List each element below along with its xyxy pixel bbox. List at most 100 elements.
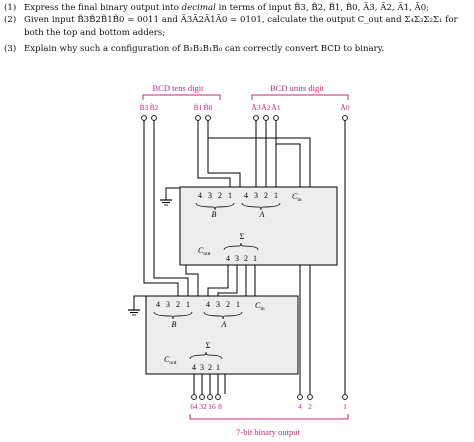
input-label-b0: B̃0 [204,103,213,112]
bcd-units-brace [251,94,349,100]
bottom-adder-b-bit: 2 [176,300,180,309]
top-adder-sum-brace [223,242,259,251]
output-terminal-4 [297,394,303,400]
bottom-adder-sigma: Σ [206,341,211,350]
output-label: 7-bit binary output [236,427,300,437]
output-terminal-16 [207,394,213,400]
top-adder-sum-bit: 4 [226,254,230,263]
bottom-adder-block [145,295,299,375]
bottom-adder-cout: C [164,355,170,364]
bcd-tens-brace [142,94,221,100]
bottom-adder-sum-bit: 1 [216,363,220,372]
top-adder-cout-sub: out [203,251,211,257]
question-text: Given input B̃3B̃2B̃1B̃0 = 0011 and Ã3A… [24,15,458,26]
top-adder-sum-bit: 2 [244,254,248,263]
bottom-adder-b-label: B [172,320,177,329]
bottom-adder-a-bit: 4 [206,300,210,309]
bottom-adder-a-bit: 2 [226,300,230,309]
svg-text:Cin: Cin [292,192,302,203]
bottom-adder-cin: C [255,301,261,310]
bottom-adder-b-brace [153,311,193,320]
question-text-continued: in terms of input B̃3, B̃2, B̃1, B̃0, Ã… [215,3,430,13]
question-text: Express the final binary output into [24,3,182,13]
input-label-b1: B̃1 [194,103,203,112]
question-text: Explain why such a configuration of B₃B₂… [24,44,385,55]
bottom-adder-a-bit: 3 [216,300,220,309]
question-number: (1) [4,3,17,13]
input-terminal-b1 [195,115,201,121]
svg-text:Cin: Cin [255,301,265,312]
bottom-adder-b-bit: 4 [156,300,160,309]
bcd-units-label: BCD units digit [270,83,324,93]
output-terminal-32 [199,394,205,400]
top-adder-b-bit: 3 [208,191,212,200]
bottom-adder-sum-bit: 2 [208,363,212,372]
input-label-b2: B̃2 [150,103,159,112]
output-brace [189,414,349,420]
output-weight-4: 4 [298,402,302,411]
top-adder-b-label: B [212,210,217,219]
bottom-adder-b-bit: 1 [186,300,190,309]
bcd-to-binary-circuit: BCD tens digit BCD units digit B̃3 B̃2 B… [127,83,350,437]
input-label-a3: Ã3 [251,102,260,112]
bottom-adder-a-brace [203,311,243,320]
top-adder-cout: C [198,246,204,255]
output-weight-1: 1 [343,402,347,411]
top-adder-sum-bit: 3 [235,254,239,263]
input-terminal-a1 [273,115,279,121]
output-terminal-8 [215,394,221,400]
top-adder-b-brace [195,202,235,211]
input-label-b3: B̃3 [140,103,149,112]
question-list: (1) Express the final binary output into… [4,2,472,56]
input-label-a2: Ã2 [261,102,270,112]
input-label-a0: Ã0 [340,102,349,112]
top-adder-a-label: A [259,210,265,219]
question-number: (2) [4,15,17,26]
top-adder-b-bit: 2 [218,191,222,200]
top-adder-b-bit: 1 [228,191,232,200]
question-3: (3) Explain why such a configuration of … [4,43,472,55]
top-adder-cin-sub: in [297,197,302,203]
question-1: (1) Express the final binary output into… [4,2,472,14]
input-terminal-b0 [205,115,211,121]
svg-text:Cout: Cout [198,246,211,257]
bottom-adder-sum-bit: 4 [192,363,196,372]
output-weight-32: 32 [199,402,207,411]
bottom-adder-a-bit: 1 [236,300,240,309]
top-adder-a-bit: 1 [274,191,278,200]
top-adder-a-bit: 3 [254,191,258,200]
bottom-adder-b-bit: 3 [166,300,170,309]
svg-text:Cout: Cout [164,355,177,366]
input-terminal-a3 [253,115,259,121]
top-adder-cin: C [292,192,298,201]
ground-symbol [159,195,173,206]
output-terminal-64 [191,394,197,400]
bcd-tens-label: BCD tens digit [152,83,204,93]
output-weight-2: 2 [308,402,312,411]
top-adder-sum-bit: 1 [253,254,257,263]
top-adder-b-bit: 4 [198,191,202,200]
output-terminal-1 [342,394,348,400]
output-weight-64: 64 [190,402,198,411]
input-terminal-b2 [151,115,157,121]
bottom-adder-cout-sub: out [169,360,177,366]
input-label-a1: Ã1 [271,102,280,112]
input-terminal-a2 [263,115,269,121]
bottom-adder-a-label: A [221,320,227,329]
input-terminal-b3 [141,115,147,121]
output-weight-16: 16 [208,402,216,411]
top-adder-a-bit: 4 [244,191,248,200]
bottom-adder-sum-brace [189,351,223,360]
input-terminal-a0 [342,115,348,121]
emphasis-text: decimal [181,3,216,13]
output-terminal-2 [307,394,313,400]
top-adder-a-brace [241,202,281,211]
bottom-adder-sum-bit: 3 [200,363,204,372]
question-number: (3) [4,44,17,55]
ground-symbol [127,305,141,316]
top-adder-sigma: Σ [240,232,245,241]
question-2: (2) Given input B̃3B̃2B̃1B̃0 = 0011 and … [4,14,472,39]
top-adder-a-bit: 2 [264,191,268,200]
top-adder-block [179,186,338,266]
question-text-continued: both the top and bottom adders; [24,27,166,38]
